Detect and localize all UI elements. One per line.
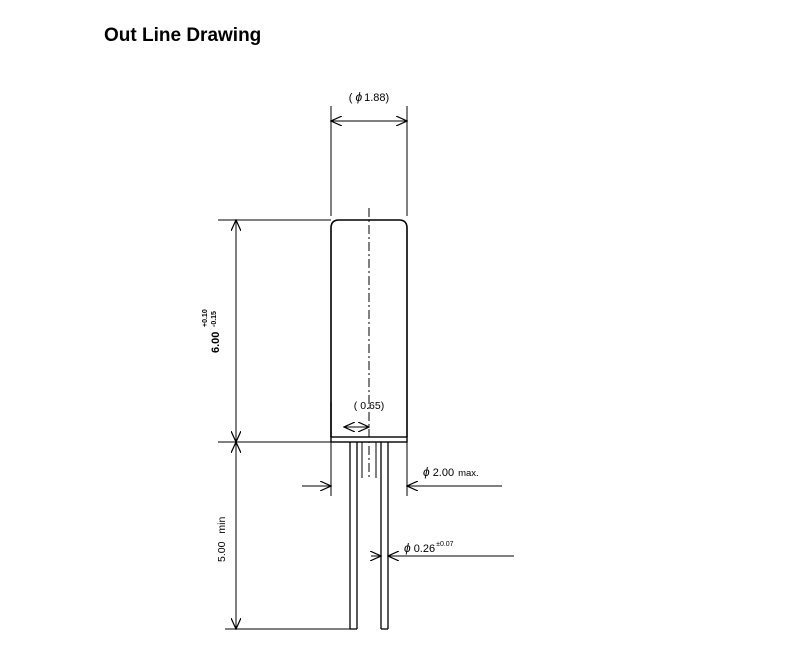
- dim-body-length: [218, 220, 331, 442]
- svg-text:-0.15: -0.15: [211, 311, 218, 327]
- dim-lead-length-label: 5.00min: [216, 516, 228, 562]
- lead-stubs: [356, 442, 382, 478]
- base-flange: [330, 436, 408, 443]
- svg-text:6.00: 6.00: [210, 332, 222, 353]
- svg-text:+0.10: +0.10: [202, 309, 209, 327]
- dim-body-diameter: [331, 106, 407, 216]
- lead-right: [380, 442, 389, 630]
- dim-lead-spacing-label: (0.65): [354, 400, 384, 412]
- drawing-title: Out Line Drawing: [104, 25, 262, 46]
- dim-flange-diameter: [302, 442, 502, 496]
- lead-left: [349, 442, 358, 630]
- dim-body-length-label: 6.00 -0.15 +0.10: [202, 309, 222, 353]
- dim-lead-length: [225, 442, 350, 629]
